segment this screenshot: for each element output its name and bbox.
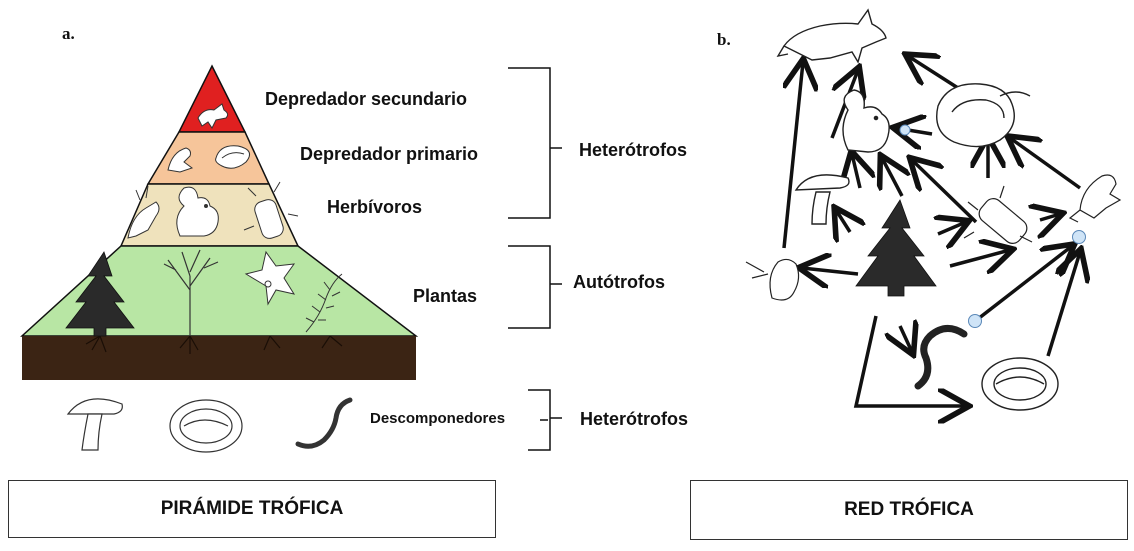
group-decomposers-heterotrophs: Heterótrofos [580,409,689,429]
connector-dot [968,314,982,328]
frog-icon [1068,174,1122,223]
web-title-box: RED TRÓFICA [690,480,1128,540]
panel-b-letter: b. [717,30,731,49]
mushroom-icon [794,174,850,225]
pillbug-icon [981,357,1059,411]
mushroom-icon [66,398,123,451]
label-primary-predator: Depredador primario [300,144,479,164]
squirrel-icon [176,186,219,237]
beetle-icon [963,185,1033,244]
connector-dot [1072,230,1086,244]
connector-dot [899,124,911,136]
label-decomposers: Descomponedores [370,410,506,427]
bracket-heterotrophs [508,67,562,219]
bare-tree-icon [163,249,219,336]
worm-icon [295,397,353,449]
snake-icon [936,83,1031,148]
bird-icon [745,258,800,301]
pyramid-title-box: PIRÁMIDE TRÓFICA [8,480,496,538]
beetle-icon [243,181,299,239]
pillbug-icon [169,399,243,453]
food-web-arrows [782,56,1080,406]
pine-tree-icon [65,251,135,337]
label-herbivores: Herbívoros [327,197,423,217]
group-heterotrophs: Heterótrofos [579,140,688,160]
fern-icon [305,273,343,333]
bird-icon [127,185,160,239]
roots [85,335,343,354]
flower-icon [244,250,296,306]
bracket-decomposers [528,389,562,451]
group-autotrophs: Autótrofos [573,272,665,292]
fox-icon [197,103,229,129]
frog-icon [167,147,194,173]
fox-icon [776,8,887,64]
web-title: RED TRÓFICA [844,499,974,520]
bracket-autotrophs [508,245,562,329]
squirrel-icon [842,89,890,153]
snake-icon [215,145,251,169]
pyramid-title: PIRÁMIDE TRÓFICA [160,498,344,519]
label-secondary-predator: Depredador secundario [265,89,468,109]
label-plants: Plantas [413,286,478,306]
panel-a-letter: a. [62,24,75,43]
worm-icon [914,325,968,390]
pine-tree-icon [855,199,937,297]
